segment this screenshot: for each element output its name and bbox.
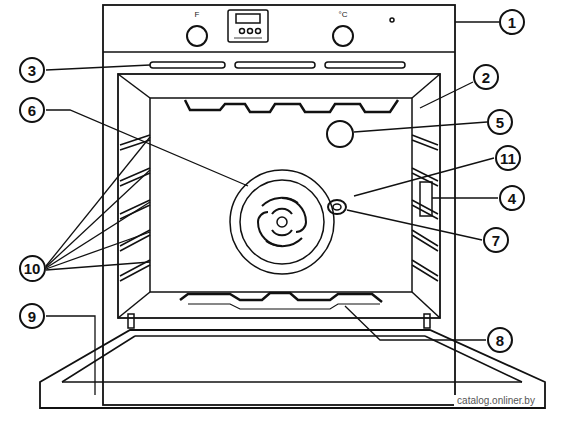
- callout-number: 1: [508, 15, 516, 30]
- callout-number: 8: [496, 333, 504, 348]
- callout-circle: 1: [499, 9, 525, 35]
- callout-circle: 7: [483, 227, 509, 253]
- callout-circle: 9: [19, 303, 45, 329]
- callout-circle: 2: [473, 64, 499, 90]
- callout-circle: 3: [19, 57, 45, 83]
- callout-number: 10: [24, 261, 41, 276]
- callout-number: 3: [28, 63, 36, 78]
- knob-symbol: F: [195, 11, 200, 19]
- callout-number: 11: [500, 151, 516, 166]
- callout-circle: 5: [487, 109, 513, 135]
- callout-number: 5: [496, 115, 504, 130]
- callout-number: 2: [482, 70, 490, 85]
- callout-circle: 4: [499, 185, 525, 211]
- callout-circle: 6: [19, 97, 45, 123]
- knob-symbol: °C: [339, 11, 348, 19]
- callout-circle: 10: [19, 255, 46, 282]
- callout-number: 4: [508, 191, 516, 206]
- watermark: catalog.onliner.by: [454, 395, 538, 407]
- callout-number: 7: [492, 233, 500, 248]
- callout-number: 9: [28, 309, 36, 324]
- callout-circle: 8: [487, 327, 513, 353]
- callout-circle: 11: [495, 145, 521, 171]
- callout-number: 6: [28, 103, 36, 118]
